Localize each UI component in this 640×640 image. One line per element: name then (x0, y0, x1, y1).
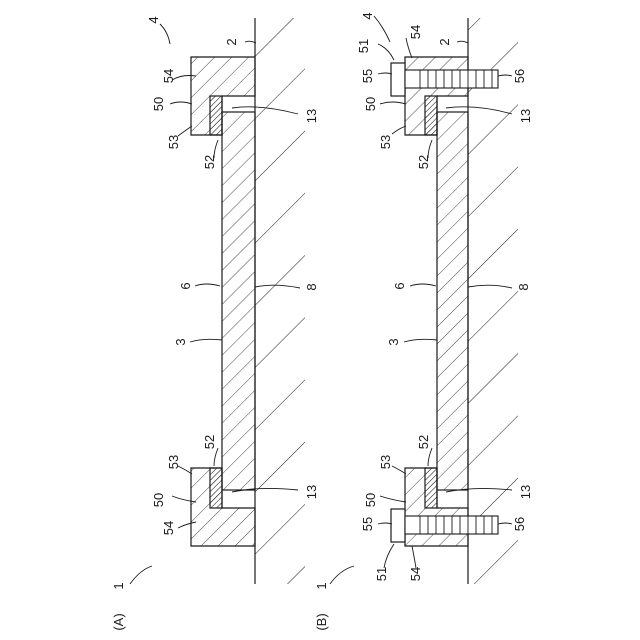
label-b-bolt-bottom: 56 (512, 517, 527, 531)
label-a-pad-bottom: 52 (202, 435, 217, 449)
label-a-lip-bottom: 53 (166, 455, 181, 469)
bottom-pad-a (210, 468, 222, 508)
label-a-edge-top: 13 (304, 109, 319, 123)
label-a-lip-top: 53 (166, 135, 181, 149)
label-b-lip-bottom: 53 (378, 455, 393, 469)
label-b-surface-back: 8 (516, 283, 531, 290)
label-b-frame-top: 50 (363, 97, 378, 111)
top-pad-a (210, 96, 222, 135)
label-b-head-top: 55 (360, 69, 375, 83)
label-b-base-top: 54 (408, 25, 423, 39)
label-a-surface-back: 8 (304, 283, 319, 290)
label-a-frame-bottom: 50 (151, 493, 166, 507)
label-a-device: 1 (111, 582, 126, 589)
bottom-pad-b (425, 468, 437, 508)
label-b-panel: 3 (386, 338, 401, 345)
label-b-bolt-top: 56 (512, 69, 527, 83)
panel-a-drawing: 1 2 4 54 50 53 52 13 6 8 3 52 53 50 54 1… (111, 16, 319, 630)
top-bolt-head-b (391, 63, 405, 96)
label-a-fixture: 4 (146, 16, 161, 23)
bottom-bolt-head-b (391, 509, 405, 542)
label-b-base-bottom: 54 (408, 567, 423, 581)
label-b-pad-top: 52 (416, 155, 431, 169)
label-b-pad-bottom: 52 (416, 435, 431, 449)
label-a-pad-top: 52 (202, 155, 217, 169)
label-a-base-top: 54 (161, 69, 176, 83)
label-b-head-bottom: 55 (360, 517, 375, 531)
panel-body-b (437, 112, 468, 490)
label-b-frame-bottom: 50 (363, 493, 378, 507)
label-b-edge-bottom: 13 (518, 485, 533, 499)
label-a-surface-front: 6 (178, 282, 193, 289)
label-a-panel: 3 (173, 338, 188, 345)
label-b-device: 1 (314, 582, 329, 589)
label-b-wall: 2 (437, 38, 452, 45)
panel-body-a (222, 112, 255, 490)
wall-a (255, 18, 305, 584)
wall-b (468, 18, 518, 584)
panel-b-drawing: 1 2 4 51 54 55 56 50 53 52 13 6 8 3 52 5… (314, 12, 533, 630)
label-a-edge-bottom: 13 (304, 485, 319, 499)
panel-b-caption: (B) (314, 613, 329, 630)
label-a-wall: 2 (224, 38, 239, 45)
label-b-lip-top: 53 (378, 135, 393, 149)
label-b-plate-bottom: 51 (374, 567, 389, 581)
label-b-surface-front: 6 (392, 282, 407, 289)
top-pad-b (425, 96, 437, 135)
label-b-fixture: 4 (360, 12, 375, 19)
label-b-edge-top: 13 (518, 109, 533, 123)
label-b-plate-top: 51 (356, 39, 371, 53)
panel-a-caption: (A) (111, 613, 126, 630)
label-a-base-bottom: 54 (161, 521, 176, 535)
label-a-frame-top: 50 (151, 97, 166, 111)
